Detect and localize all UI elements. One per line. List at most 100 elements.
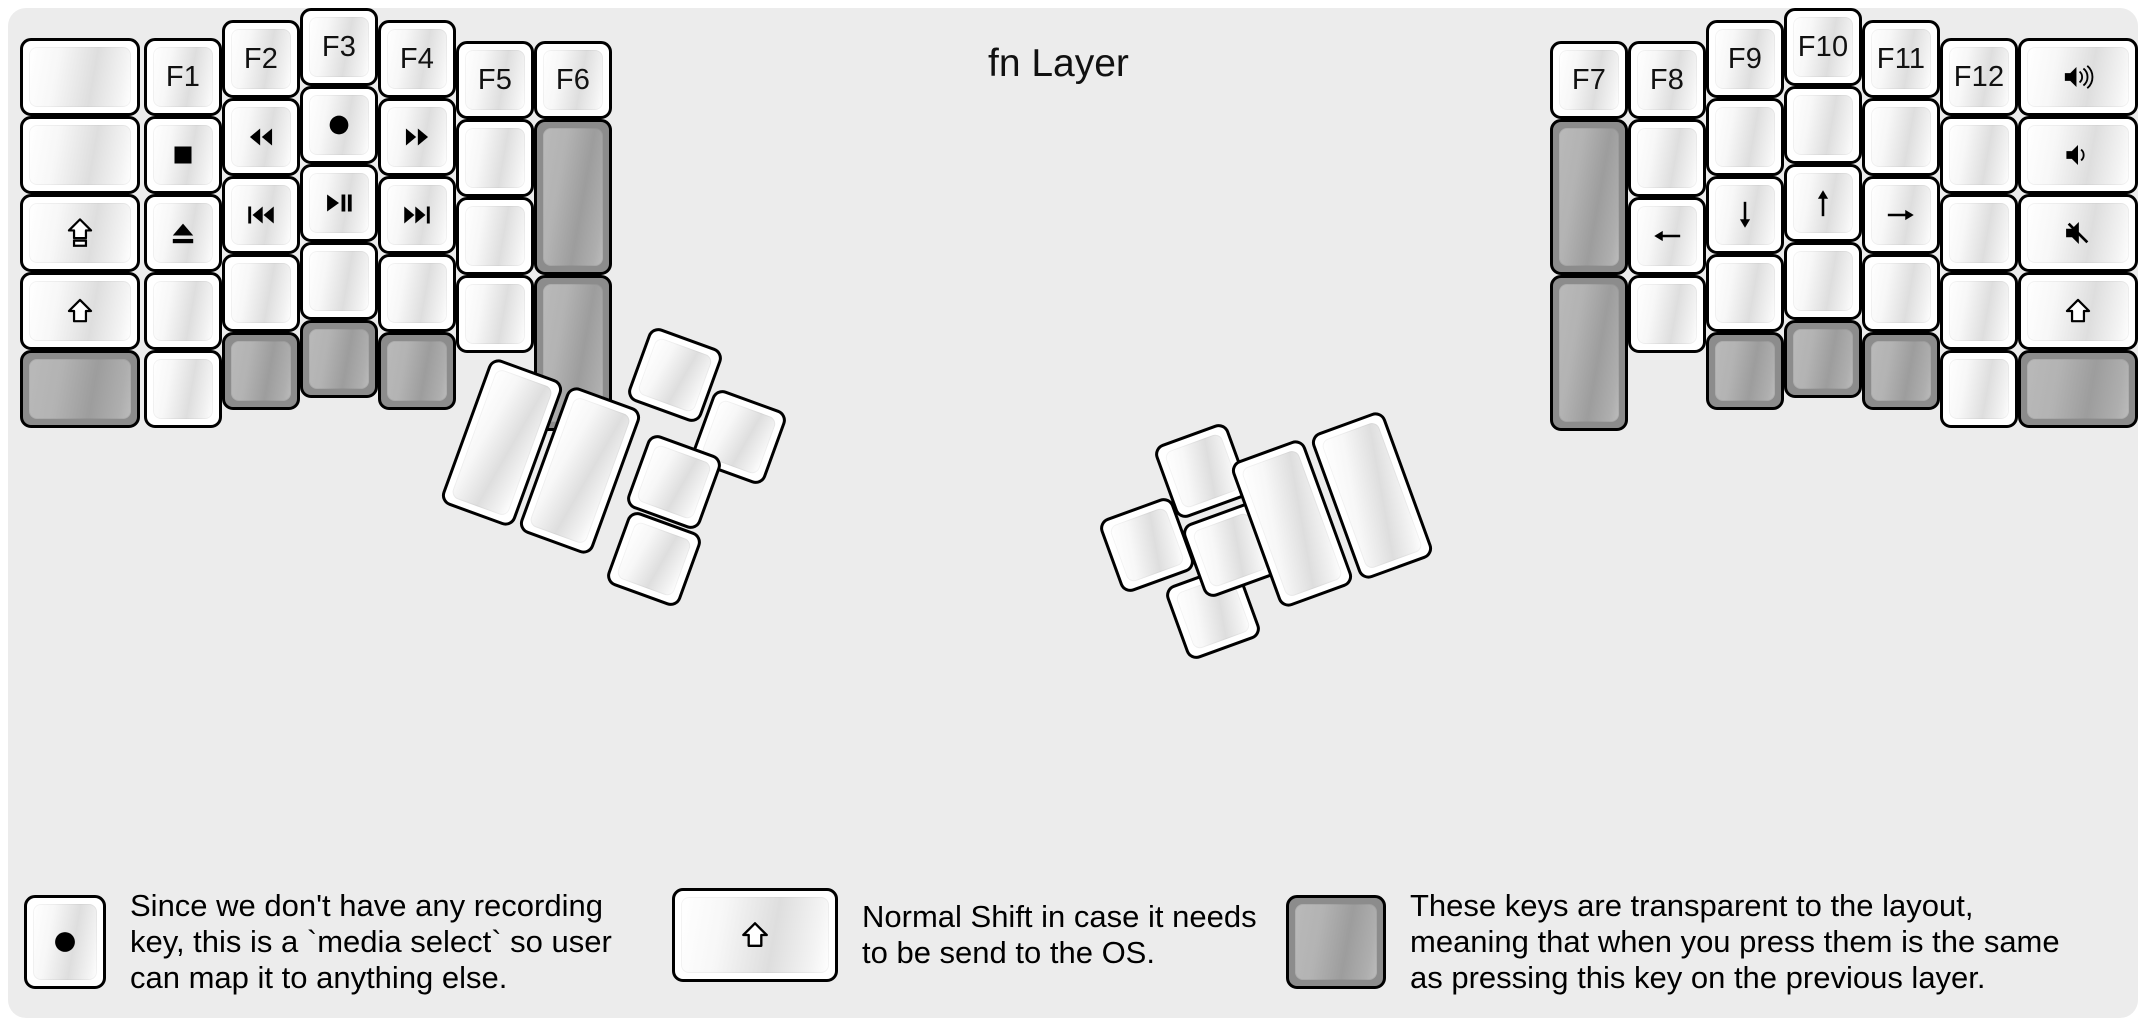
left-index-key-5[interactable] [378, 332, 456, 410]
keycap-label [387, 341, 447, 401]
keycap-face [231, 341, 291, 401]
left-pinky-outer-key-1[interactable] [20, 38, 140, 116]
left-ring-key-4[interactable] [222, 254, 300, 332]
left-index-key-2[interactable] [378, 98, 456, 176]
left-pinky-key-4[interactable] [144, 272, 222, 350]
left-index-key-4[interactable] [378, 254, 456, 332]
keycap-label: F9 [1727, 42, 1763, 75]
left-index-inner-key-2[interactable] [456, 119, 534, 197]
left-index-inner-key-3[interactable] [456, 197, 534, 275]
left-pinky-outer-key-4[interactable] [20, 272, 140, 350]
keycap-face [29, 281, 131, 341]
keycap-label [387, 263, 447, 323]
volume-down-icon [2027, 125, 2129, 185]
right-index-key-2[interactable] [1628, 119, 1706, 197]
legend-record-keycap [24, 894, 106, 989]
left-index-key-3[interactable] [378, 176, 456, 254]
keycap-face [1715, 107, 1775, 167]
keycap-label [309, 251, 369, 311]
right-outer-extra-key-4[interactable] [2018, 272, 2138, 350]
keycap-face [1715, 341, 1775, 401]
right-middle-key-2[interactable] [1706, 98, 1784, 176]
right-middle-key-4[interactable] [1706, 254, 1784, 332]
right-pinky-outer-key-5[interactable] [1940, 350, 2018, 428]
keycap-face [29, 203, 131, 263]
right-pinky-key-4[interactable] [1862, 254, 1940, 332]
keycap-label [1715, 263, 1775, 323]
keycap-label [1871, 107, 1931, 167]
right-index-key-3[interactable] [1628, 197, 1706, 275]
right-pinky-key-3[interactable] [1862, 176, 1940, 254]
left-middle-key-4[interactable] [300, 242, 378, 320]
keycap-label [1559, 284, 1619, 422]
right-ring-key-4[interactable] [1784, 242, 1862, 320]
right-ring-key-3[interactable] [1784, 164, 1862, 242]
right-pinky-outer-key-4[interactable] [1940, 272, 2018, 350]
keycap-face [636, 336, 714, 414]
right-pinky-key-2[interactable] [1862, 98, 1940, 176]
keycap-label [29, 125, 131, 185]
left-pinky-outer-key-3[interactable] [20, 194, 140, 272]
left-pinky-key-3[interactable] [144, 194, 222, 272]
left-middle-key-5[interactable] [300, 320, 378, 398]
keycap-face: F7 [1559, 50, 1619, 110]
page-title: fn Layer [988, 42, 1129, 85]
left-inner-extra-key-2[interactable] [534, 119, 612, 275]
left-pinky-outer-key-2[interactable] [20, 116, 140, 194]
right-index-key-4[interactable] [1628, 275, 1706, 353]
left-middle-key-1[interactable]: F3 [300, 8, 378, 86]
right-index-inner-key-3[interactable] [1550, 275, 1628, 431]
left-middle-key-2[interactable] [300, 86, 378, 164]
right-pinky-key-1[interactable]: F11 [1862, 20, 1940, 98]
keycap-face: F6 [543, 50, 603, 110]
right-outer-extra-key-1[interactable] [2018, 38, 2138, 116]
left-ring-key-1[interactable]: F2 [222, 20, 300, 98]
right-ring-key-2[interactable] [1784, 86, 1862, 164]
left-index-inner-key-4[interactable] [456, 275, 534, 353]
left-ring-key-3[interactable] [222, 176, 300, 254]
keycap-label [153, 281, 213, 341]
right-outer-extra-key-5[interactable] [2018, 350, 2138, 428]
left-pinky-key-5[interactable] [144, 350, 222, 428]
keycap-label [1715, 341, 1775, 401]
right-pinky-outer-key-2[interactable] [1940, 116, 2018, 194]
right-middle-key-5[interactable] [1706, 332, 1784, 410]
left-pinky-outer-key-5[interactable] [20, 350, 140, 428]
keycap-face: F9 [1715, 29, 1775, 89]
keycap-label [1949, 125, 2009, 185]
keycap-face [465, 128, 525, 188]
right-index-key-1[interactable]: F8 [1628, 41, 1706, 119]
right-outer-extra-key-2[interactable] [2018, 116, 2138, 194]
left-ring-key-5[interactable] [222, 332, 300, 410]
left-pinky-key-1[interactable]: F1 [144, 38, 222, 116]
keycap-label [231, 263, 291, 323]
right-ring-key-5[interactable] [1784, 320, 1862, 398]
right-index-inner-key-1[interactable]: F7 [1550, 41, 1628, 119]
keycap-face [2027, 47, 2129, 107]
left-middle-key-3[interactable] [300, 164, 378, 242]
left-inner-extra-key-1[interactable]: F6 [534, 41, 612, 119]
right-outer-extra-key-3[interactable] [2018, 194, 2138, 272]
keycap-label [1793, 251, 1853, 311]
right-pinky-outer-key-3[interactable] [1940, 194, 2018, 272]
right-middle-key-3[interactable] [1706, 176, 1784, 254]
right-index-inner-key-2[interactable] [1550, 119, 1628, 275]
left-pinky-key-2[interactable] [144, 116, 222, 194]
keycap-face: F11 [1871, 29, 1931, 89]
media-next-track-icon [387, 185, 447, 245]
left-index-inner-key-1[interactable]: F5 [456, 41, 534, 119]
left-index-key-1[interactable]: F4 [378, 20, 456, 98]
right-middle-key-1[interactable]: F9 [1706, 20, 1784, 98]
right-ring-key-1[interactable]: F10 [1784, 8, 1862, 86]
right-pinky-key-5[interactable] [1862, 332, 1940, 410]
legend-shift-sample-key [672, 888, 838, 982]
right-pinky-outer-key-1[interactable]: F12 [1940, 38, 2018, 116]
left-ring-key-2[interactable] [222, 98, 300, 176]
keycap-label [309, 329, 369, 389]
keycap-face [1715, 185, 1775, 245]
keycap-face [1637, 284, 1697, 344]
legend-shift-text: Normal Shift in case it needs to be send… [862, 899, 1257, 970]
keycap-face [681, 897, 829, 973]
shift-icon [29, 281, 131, 341]
keycap-face [1715, 263, 1775, 323]
